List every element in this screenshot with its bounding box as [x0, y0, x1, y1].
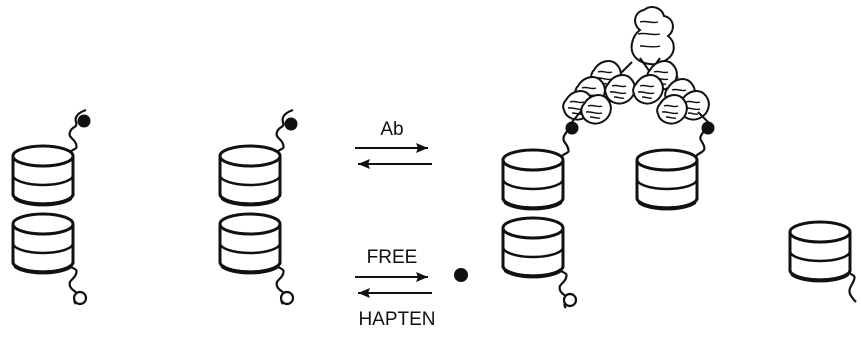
barrel-cylinder-icon: [218, 212, 282, 275]
open-circle-probe-icon: [562, 292, 578, 308]
free-hapten-equilibrium-arrows: FREE HAPTEN: [355, 247, 436, 330]
barrel-cylinder-icon: [218, 144, 282, 207]
hapten-dot-icon: [701, 121, 715, 135]
tether-up: [275, 108, 295, 154]
barrel-cylinder-icon: [788, 220, 852, 283]
antibody-equilibrium-arrows: Ab: [355, 119, 432, 169]
barrel-cylinder-icon: [635, 148, 699, 211]
barrel-cylinder-icon: [501, 216, 565, 279]
construct-1: [11, 108, 91, 306]
barrel-cylinder-icon: [11, 144, 75, 207]
free-label: FREE: [367, 247, 418, 268]
hapten-dot-icon: [565, 121, 579, 135]
hapten-dot-icon: [77, 114, 91, 128]
construct-right-edge: [788, 220, 857, 303]
hapten-label: HAPTEN: [358, 309, 435, 330]
antibody-y-shape-icon: [562, 6, 710, 125]
barrel-cylinder-icon: [501, 148, 565, 211]
free-hapten-dot-icon: [454, 268, 468, 282]
antibody-label: Ab: [380, 119, 403, 140]
barrel-cylinder-icon: [11, 212, 75, 275]
open-circle-probe-icon: [279, 290, 295, 306]
construct-2: [218, 108, 298, 306]
hapten-dot-icon: [284, 117, 298, 131]
antibody-complex: [501, 6, 715, 310]
open-circle-probe-icon: [72, 290, 88, 306]
